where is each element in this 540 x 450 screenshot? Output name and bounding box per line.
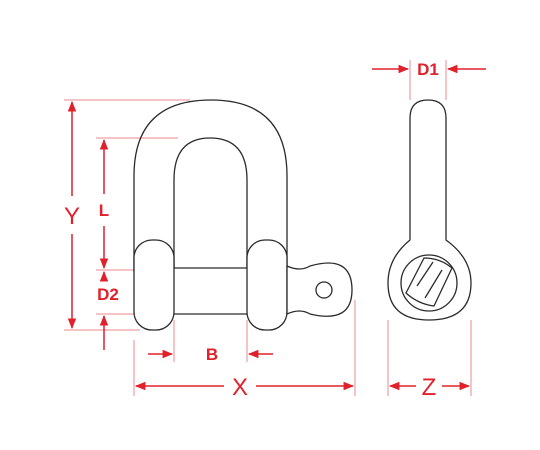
shackle-side-view — [387, 99, 472, 321]
label-d2: D2 — [97, 285, 119, 304]
label-d1: D1 — [417, 60, 439, 79]
label-l: L — [99, 201, 109, 220]
dimension-lines — [67, 64, 486, 391]
label-y: Y — [64, 203, 80, 230]
shackle-front-view — [133, 99, 353, 331]
label-b: B — [206, 345, 218, 364]
extension-lines — [64, 60, 472, 396]
label-x: X — [232, 374, 248, 401]
label-z: Z — [422, 374, 437, 401]
